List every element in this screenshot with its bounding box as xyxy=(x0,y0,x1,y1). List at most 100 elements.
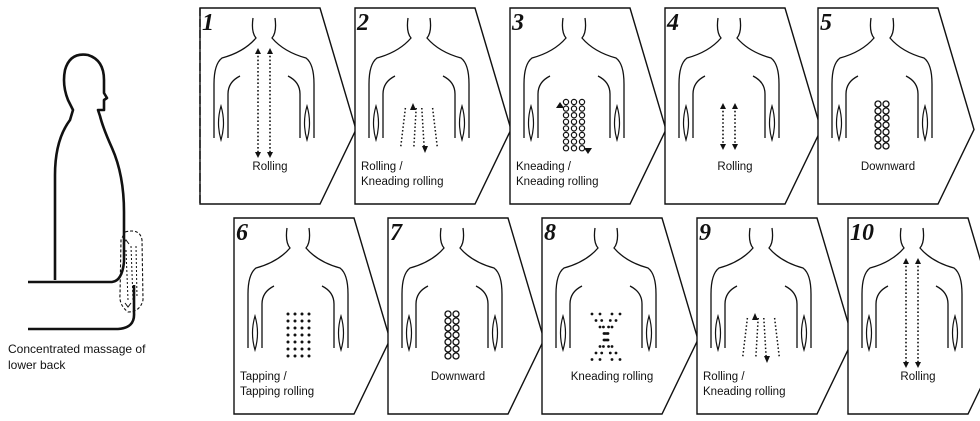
kneading-dot xyxy=(604,339,607,342)
step-label: Kneading rolling xyxy=(516,176,598,188)
tapping-dot xyxy=(301,327,304,330)
tapping-dot xyxy=(308,348,311,351)
panel-frame xyxy=(200,8,356,204)
kneading-dot xyxy=(599,326,602,329)
kneading-dot xyxy=(595,352,598,355)
kneading-dot xyxy=(615,352,618,355)
kneading-dot xyxy=(607,326,610,329)
tapping-dot xyxy=(294,355,297,358)
kneading-dot xyxy=(611,345,614,348)
step-label: Kneading rolling xyxy=(361,176,443,188)
step-label: Rolling / xyxy=(361,161,403,173)
tapping-dot xyxy=(308,327,311,330)
kneading-dot xyxy=(619,358,622,361)
step-number: 4 xyxy=(666,10,679,36)
panel-frame xyxy=(510,8,666,204)
panel-frame xyxy=(697,218,853,414)
panel-frame xyxy=(848,218,980,414)
tapping-dot xyxy=(294,341,297,344)
tapping-dot xyxy=(287,348,290,351)
seated-person-silhouette xyxy=(28,55,143,329)
kneading-dot xyxy=(600,319,603,322)
panel-frame xyxy=(665,8,821,204)
step-number: 9 xyxy=(699,220,711,246)
step-panel-4: 4Rolling xyxy=(665,8,821,204)
step-label: Rolling xyxy=(252,161,287,173)
step-label: Tapping / xyxy=(240,371,287,383)
step-label: Rolling / xyxy=(703,371,745,383)
kneading-dot xyxy=(591,358,594,361)
kneading-dot xyxy=(619,313,622,316)
step-number: 6 xyxy=(236,220,248,246)
panel-frame xyxy=(542,218,698,414)
step-number: 10 xyxy=(850,220,874,246)
step-panel-1: 1Rolling xyxy=(200,8,356,204)
kneading-dot xyxy=(611,326,614,329)
tapping-dot xyxy=(308,355,311,358)
tapping-dot xyxy=(308,334,311,337)
kneading-dot xyxy=(599,345,602,348)
kneading-dot xyxy=(611,313,614,316)
kneading-dot xyxy=(599,358,602,361)
step-label: Kneading / xyxy=(516,161,572,173)
kneading-dot xyxy=(602,345,605,348)
tapping-dot xyxy=(301,341,304,344)
step-number: 3 xyxy=(511,10,524,36)
tapping-dot xyxy=(294,348,297,351)
figure-caption: Concentrated massage of lower back xyxy=(8,341,223,373)
step-number: 7 xyxy=(390,220,403,246)
tapping-dot xyxy=(301,313,304,316)
tapping-dot xyxy=(308,320,311,323)
tapping-dot xyxy=(294,313,297,316)
tapping-dot xyxy=(287,334,290,337)
kneading-dot xyxy=(591,313,594,316)
tapping-dot xyxy=(294,327,297,330)
step-number: 1 xyxy=(202,10,214,36)
tapping-dot xyxy=(301,320,304,323)
kneading-dot xyxy=(609,319,612,322)
kneading-dot xyxy=(600,352,603,355)
step-number: 8 xyxy=(544,220,556,246)
step-label: Tapping rolling xyxy=(240,386,314,398)
tapping-dot xyxy=(294,334,297,337)
kneading-dot xyxy=(595,319,598,322)
step-label: Rolling xyxy=(717,161,752,173)
tapping-dot xyxy=(301,355,304,358)
kneading-dot xyxy=(605,332,608,335)
tapping-dot xyxy=(301,348,304,351)
kneading-dot xyxy=(607,345,610,348)
tapping-dot xyxy=(301,334,304,337)
kneading-dot xyxy=(599,313,602,316)
step-label: Rolling xyxy=(900,371,935,383)
step-panel-8: 8Kneading rolling xyxy=(542,218,698,414)
kneading-dot xyxy=(602,326,605,329)
tapping-dot xyxy=(308,341,311,344)
tapping-dot xyxy=(287,355,290,358)
panel-frame xyxy=(388,218,544,414)
panel-frame xyxy=(355,8,511,204)
step-label: Downward xyxy=(431,371,485,383)
panel-frame xyxy=(818,8,974,204)
tapping-dot xyxy=(308,313,311,316)
step-panel-6: 6Tapping / Tapping rolling xyxy=(234,218,390,414)
step-number: 2 xyxy=(356,10,369,36)
tapping-dot xyxy=(287,313,290,316)
kneading-dot xyxy=(615,319,618,322)
step-number: 5 xyxy=(820,10,832,36)
tapping-dot xyxy=(287,320,290,323)
tapping-dot xyxy=(287,327,290,330)
tapping-dot xyxy=(287,341,290,344)
step-label: Downward xyxy=(861,161,915,173)
panel-frame xyxy=(234,218,390,414)
kneading-dot xyxy=(609,352,612,355)
step-label: Kneading rolling xyxy=(703,386,785,398)
step-panel-2: 2Rolling / Kneading rolling xyxy=(355,8,511,204)
step-label: Kneading rolling xyxy=(571,371,653,383)
step-panel-9: 9Rolling / Kneading rolling xyxy=(697,218,853,414)
kneading-dot xyxy=(611,358,614,361)
step-panel-7: 7Downward xyxy=(388,218,544,414)
tapping-dot xyxy=(294,320,297,323)
